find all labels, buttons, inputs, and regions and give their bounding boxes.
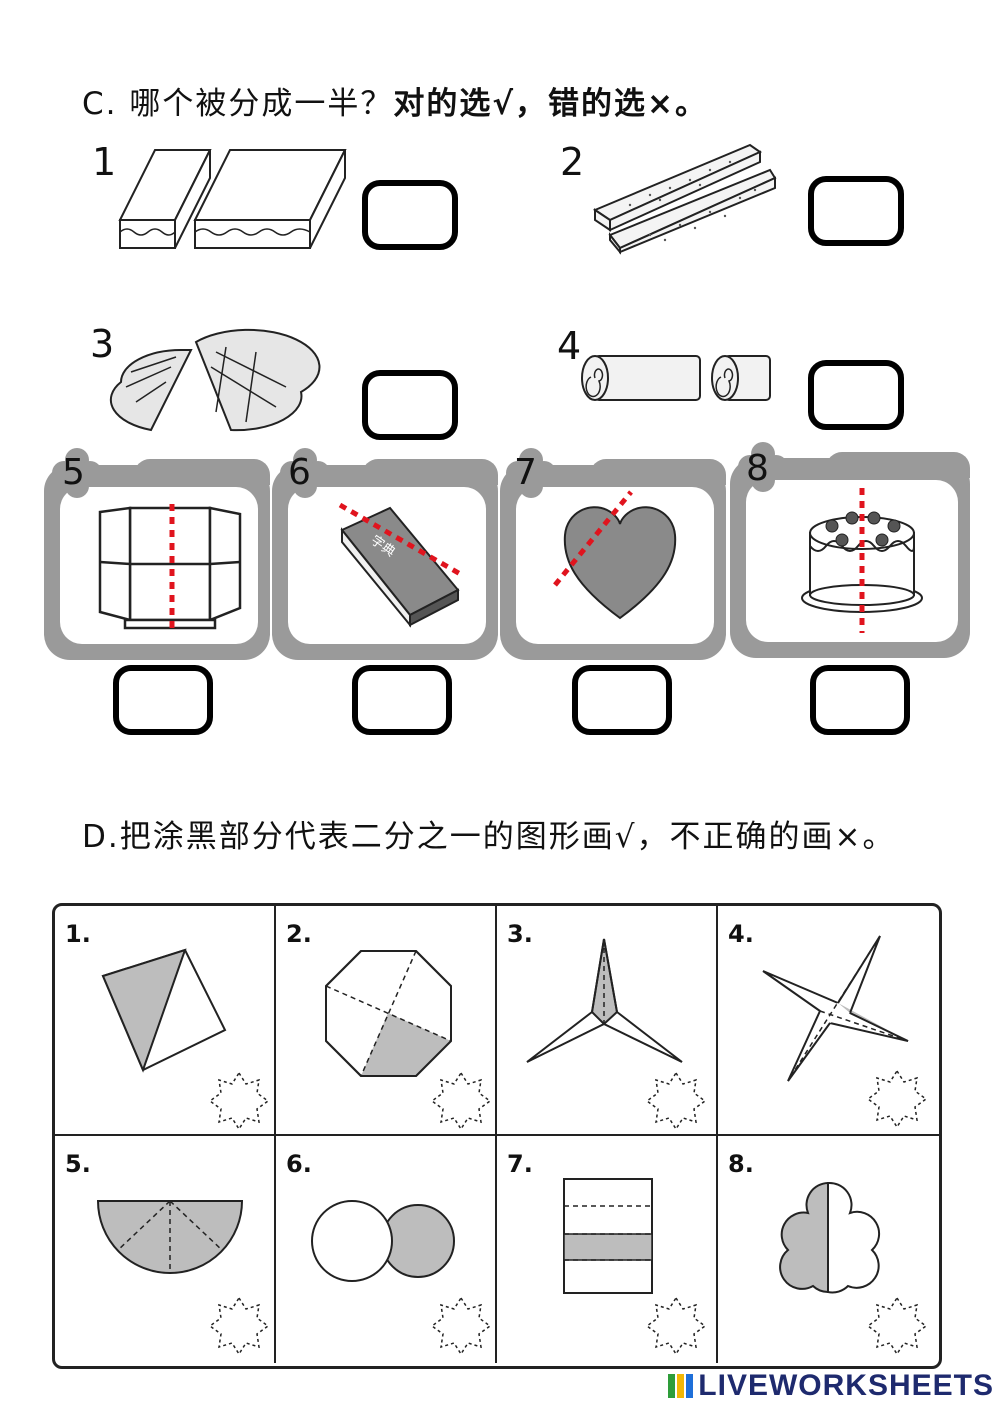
grid-cell-1-label: 1.	[65, 920, 91, 948]
item-8-number: 8	[746, 448, 769, 489]
grid-cell-3: 3.	[497, 906, 718, 1136]
item-8-cake-image	[801, 488, 923, 633]
shape-4-quad-star	[762, 935, 909, 1082]
item-2-sandwich-image	[592, 143, 777, 255]
grid-2-answer-star[interactable]	[430, 1070, 492, 1132]
grid-cell-3-label: 3.	[507, 920, 533, 948]
shapes-grid: 1. 2. 3. 4.	[52, 903, 942, 1369]
section-c-heading: C. 哪个被分成一半？对的选√，错的选×。	[82, 78, 708, 123]
item-6-frame-tab	[362, 459, 498, 485]
item-4-number: 4	[557, 324, 582, 368]
grid-8-answer-star[interactable]	[866, 1295, 928, 1357]
section-d-heading: D.把涂黑部分代表二分之一的图形画√，不正确的画×。	[82, 819, 896, 855]
shape-7-rectangle	[563, 1178, 653, 1294]
item-7-heart-image	[553, 490, 677, 620]
item-6-flower-badge	[280, 448, 330, 498]
shape-2-octagon	[325, 950, 452, 1077]
item-8-answer-box[interactable]	[810, 665, 910, 735]
grid-cell-8: 8.	[718, 1136, 939, 1363]
item-7-answer-box[interactable]	[572, 665, 672, 735]
grid-cell-1: 1.	[55, 906, 276, 1136]
item-5-answer-box[interactable]	[113, 665, 213, 735]
item-5-number: 5	[62, 452, 85, 493]
grid-cell-6-label: 6.	[286, 1150, 312, 1178]
item-2-number: 2	[560, 140, 585, 184]
item-8-flower-badge	[738, 442, 788, 492]
item-6-answer-box[interactable]	[352, 665, 452, 735]
liveworksheets-logo-text: LIVEWORKSHEETS	[698, 1369, 994, 1402]
grid-1-answer-star[interactable]	[208, 1070, 270, 1132]
item-3-number: 3	[90, 322, 115, 366]
liveworksheets-logo-icon	[668, 1374, 694, 1398]
item-8-frame-tab	[826, 452, 970, 478]
grid-6-answer-star[interactable]	[430, 1295, 492, 1357]
item-5-frame-tab	[134, 459, 270, 485]
item-7-flower-badge	[506, 448, 556, 498]
grid-cell-4-label: 4.	[728, 920, 754, 948]
grid-cell-5: 5.	[55, 1136, 276, 1363]
item-4-roll-image	[581, 355, 771, 401]
item-6-book-image: 字典	[338, 502, 464, 628]
grid-5-answer-star[interactable]	[208, 1295, 270, 1357]
section-c-prefix: C. 哪个被分成一半？	[82, 86, 394, 122]
grid-cell-7-label: 7.	[507, 1150, 533, 1178]
item-7-number: 7	[514, 452, 537, 493]
grid-cell-7: 7.	[497, 1136, 718, 1363]
grid-cell-5-label: 5.	[65, 1150, 91, 1178]
liveworksheets-logo: LIVEWORKSHEETS	[668, 1369, 994, 1403]
item-4-answer-box[interactable]	[808, 360, 904, 430]
shape-1-square	[101, 948, 227, 1073]
shape-3-triple-star	[526, 938, 683, 1063]
item-3-answer-box[interactable]	[362, 370, 458, 440]
grid-cell-2-label: 2.	[286, 920, 312, 948]
shape-8-flower	[779, 1181, 881, 1294]
item-1-cake-image	[118, 149, 347, 249]
item-5-flower-badge	[52, 448, 102, 498]
item-5-window-image	[98, 504, 242, 632]
grid-cell-4: 4.	[718, 906, 939, 1136]
item-2-answer-box[interactable]	[808, 176, 904, 246]
grid-cell-6: 6.	[276, 1136, 497, 1363]
grid-cell-2: 2.	[276, 906, 497, 1136]
item-7-frame-tab	[590, 459, 726, 485]
grid-7-answer-star[interactable]	[645, 1295, 707, 1357]
item-6-number: 6	[288, 452, 311, 493]
grid-cell-8-label: 8.	[728, 1150, 754, 1178]
item-1-answer-box[interactable]	[362, 180, 458, 250]
grid-3-answer-star[interactable]	[645, 1070, 707, 1132]
shape-5-semicircle	[96, 1200, 244, 1274]
section-c-instruction: 对的选√，错的选×。	[393, 86, 709, 122]
grid-4-answer-star[interactable]	[866, 1068, 928, 1130]
shape-6-two-circles	[311, 1200, 455, 1282]
item-3-pie-image	[109, 328, 321, 432]
item-1-number: 1	[92, 140, 117, 184]
